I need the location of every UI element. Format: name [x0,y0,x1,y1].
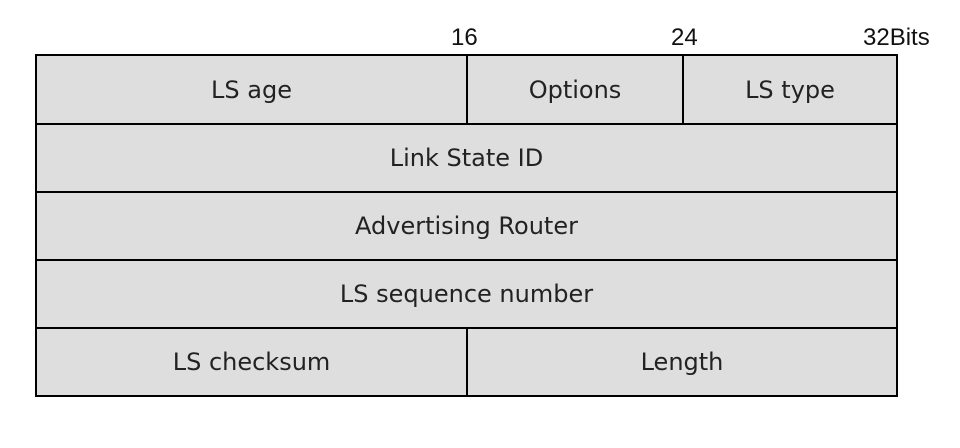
bit-marker-32: 32Bits [863,24,930,51]
field-ls-checksum-label: LS checksum [172,348,331,376]
field-options-label: Options [528,75,622,104]
field-ls-age-label: LS age [211,75,292,104]
field-options: Options [466,54,684,125]
field-ls-age: LS age [35,54,468,125]
bit-marker-24: 24 [671,24,698,51]
field-ls-type: LS type [682,54,898,125]
field-link-state-id: Link State ID [35,123,898,193]
field-ls-type-label: LS type [745,75,835,104]
field-advertising-router: Advertising Router [35,191,898,261]
field-length-label: Length [640,348,724,376]
field-link-state-id-label: Link State ID [389,144,544,172]
field-ls-checksum: LS checksum [35,327,468,397]
field-length: Length [466,327,898,397]
field-advertising-router-label: Advertising Router [355,212,578,240]
bit-marker-16: 16 [451,24,478,51]
field-ls-sequence-number-label: LS sequence number [339,280,594,308]
field-ls-sequence-number: LS sequence number [35,259,898,329]
